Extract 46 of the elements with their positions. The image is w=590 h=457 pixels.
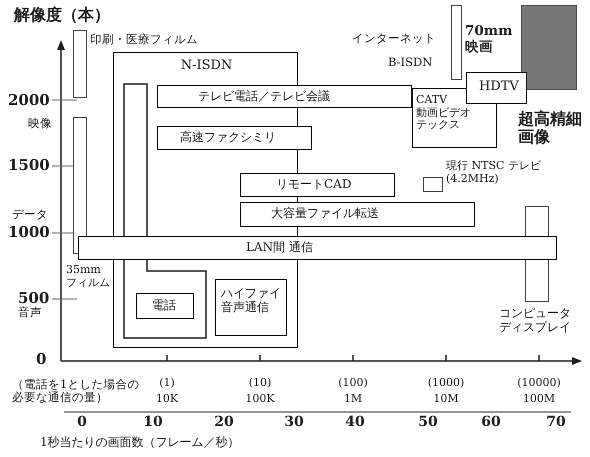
tick-label: (1) [159,377,175,390]
box-title: N-ISDN [180,59,234,74]
service-box: リモートCAD [240,173,395,197]
tick-label: 1M [344,393,362,406]
tick-label: 2000 [8,92,50,110]
tick-label: 40 [345,414,365,430]
category-label: データ [12,208,48,222]
tick-label: 1000 [8,224,50,242]
network-label: B-ISDN [388,56,432,70]
tick-label: 100M [522,393,556,406]
axis-note: （電話を1とした場合の必要な通信の量） [12,378,140,404]
category-label: 音声 [18,306,42,320]
service-box: テレビ電話／テレビ会議 [157,85,412,108]
tick-label: 0 [36,351,46,368]
axis-title: 解像度（本） [14,6,110,24]
tick-label: (10000) [517,377,561,390]
bar-label: 超高精細画像 [518,110,583,147]
tick-label: (100) [338,377,368,390]
bar-label: コンピュータディスプレイ [498,307,572,335]
service-box: ハイファイ音声通信 [215,279,287,336]
tick-label: 10K [156,393,178,406]
bar-label: 印刷・医療フィルム [90,33,199,46]
tick-label: 500 [18,290,50,307]
network-label: インターネット [352,32,436,46]
service-box: LAN間 通信 [78,236,557,260]
axis-title: 1秒当たりの画面数（フレーム／秒） [40,436,240,450]
service-box: 大容量ファイル転送 [240,202,475,227]
tick-label: 20 [214,414,234,430]
tick-label: 70 [546,414,566,430]
tick-label: 10M [433,393,459,406]
service-box: HDTV [466,72,527,104]
tick-label: 30 [284,414,304,430]
tick-label: 1500 [8,157,50,174]
tick-label: (1000) [428,377,464,390]
tick-label: 10 [143,414,163,430]
tick-label: 100K [245,393,275,406]
bar-label: 70mm 映画 [465,24,514,56]
category-label: 映像 [28,117,52,130]
service-box: 電話 [136,293,194,319]
bar-label: 現行 NTSC テレビ(4.2MHz) [446,160,542,186]
bar-label: 35mm フィルム [66,264,111,290]
tick-label: 0 [77,414,87,430]
tick-label: 60 [481,414,501,430]
tick-label: 50 [418,414,438,430]
service-box: 高速ファクシミリ [157,126,312,150]
tick-label: (10) [248,377,272,390]
